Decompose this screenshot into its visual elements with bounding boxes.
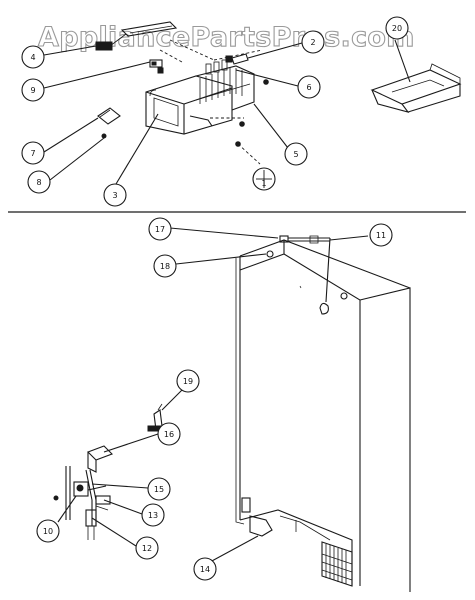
callout-11[interactable]: 11: [369, 223, 393, 247]
callout-2[interactable]: 2: [301, 30, 325, 54]
svg-text:20: 20: [392, 24, 402, 33]
callout-3[interactable]: 3: [103, 183, 127, 207]
callout-5[interactable]: 5: [284, 142, 308, 166]
callout-20[interactable]: 20: [385, 16, 409, 40]
callout-10[interactable]: 10: [36, 519, 60, 543]
cable-loop: [319, 302, 329, 315]
callout-13[interactable]: 13: [141, 503, 165, 527]
callout-8[interactable]: 8: [27, 170, 51, 194]
water-valve-assembly: [53, 445, 113, 540]
part-10-screw: [53, 495, 59, 501]
callout-1[interactable]: 1: [252, 167, 276, 191]
callout-4[interactable]: 4: [21, 45, 45, 69]
svg-text:1: 1: [261, 179, 266, 188]
svg-text:18: 18: [160, 262, 170, 271]
compressor-grille: [321, 541, 353, 587]
callout-15[interactable]: 15: [147, 477, 171, 501]
part-16-valve-coil: [87, 445, 113, 461]
svg-text:17: 17: [155, 225, 165, 234]
watermark-logo: AppliancePartsPros.com: [38, 22, 415, 53]
cabinet-back-panel: [235, 235, 411, 592]
callout-18[interactable]: 18: [153, 254, 177, 278]
part-13-bracket: [95, 495, 111, 505]
svg-text:15: 15: [154, 485, 164, 494]
svg-text:11: 11: [376, 231, 386, 240]
screw: [239, 121, 245, 127]
part-12-mount: [85, 509, 97, 527]
part-17-tube-fitting: [279, 235, 289, 243]
svg-text:7: 7: [30, 149, 35, 158]
svg-text:12: 12: [142, 544, 152, 553]
svg-text:19: 19: [183, 377, 193, 386]
svg-text:8: 8: [36, 178, 41, 187]
svg-text:16: 16: [164, 430, 174, 439]
ice-maker-assembly: [95, 21, 269, 165]
svg-text:13: 13: [148, 511, 158, 520]
leader-lines: [43, 39, 411, 563]
ice-mold: [195, 65, 255, 111]
svg-text:6: 6: [306, 83, 311, 92]
part-4-clip: [95, 41, 113, 51]
part-3-ice-maker-body: [145, 75, 233, 135]
part-2-fitting: [231, 53, 249, 65]
svg-text:3: 3: [112, 191, 117, 200]
svg-text:2: 2: [310, 38, 315, 47]
callout-19[interactable]: 19: [176, 369, 200, 393]
part-11-water-tube: [325, 237, 331, 303]
callout-7[interactable]: 7: [21, 141, 45, 165]
callout-12[interactable]: 12: [135, 536, 159, 560]
svg-text:14: 14: [200, 565, 210, 574]
part-8-screw: [101, 133, 107, 139]
part-14-drain: [249, 515, 273, 537]
callout-6[interactable]: 6: [297, 75, 321, 99]
callout-17[interactable]: 17: [148, 217, 172, 241]
svg-text:5: 5: [293, 150, 298, 159]
callout-14[interactable]: 14: [193, 557, 217, 581]
callout-16[interactable]: 16: [157, 422, 181, 446]
part-20-ice-bin: [370, 63, 462, 113]
svg-text:4: 4: [30, 53, 35, 62]
svg-text:10: 10: [43, 527, 53, 536]
shutoff-arm: [189, 115, 213, 127]
part-15-valve-body: [73, 481, 89, 497]
screw: [263, 79, 269, 85]
svg-text:9: 9: [30, 86, 35, 95]
callout-9[interactable]: 9: [21, 78, 45, 102]
part-18-fitting: [266, 250, 274, 258]
part-7-plate: [97, 107, 121, 139]
part-9-clip: [149, 59, 163, 68]
